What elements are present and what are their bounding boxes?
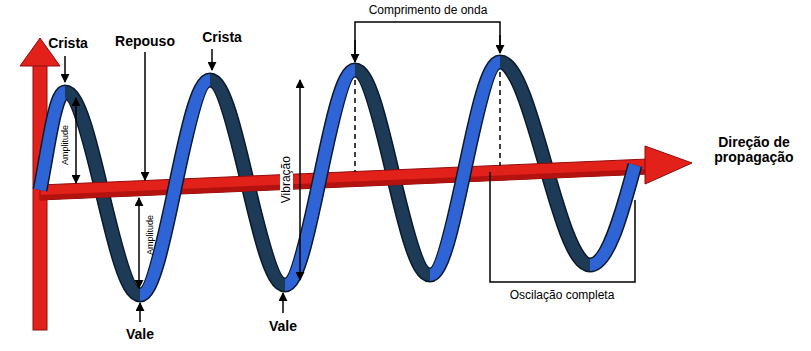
trough-label: Vale [126, 327, 154, 342]
vibration-arrow [299, 80, 301, 280]
wavelength-bracket [355, 22, 500, 62]
trough-pointer [282, 293, 284, 313]
rest-pointer [144, 52, 146, 180]
amplitude-arrow [138, 198, 140, 288]
amplitude-label: Amplitude [61, 125, 71, 165]
propagation-axis [40, 159, 648, 200]
trough-label: Vale [269, 319, 297, 334]
crest-label: Crista [202, 30, 242, 45]
trough-pointer [139, 303, 141, 322]
wavelength-pointer [499, 35, 501, 53]
ribbon-front-face [140, 80, 210, 295]
ribbon-edge [590, 165, 635, 265]
annotations [65, 22, 635, 322]
crest-pointer [211, 49, 213, 70]
ribbon-front [40, 62, 635, 295]
crest-pointer [64, 56, 66, 82]
crest-label: Crista [48, 36, 88, 51]
ribbon-edge [285, 70, 355, 285]
amplitude-label: Amplitude [146, 215, 156, 255]
ribbon-edge [140, 80, 210, 295]
propagation-axis-head [645, 146, 692, 184]
direction-label: Direção de propagação [704, 135, 804, 166]
wavelength-pointer [354, 40, 356, 62]
amplitude-arrow [75, 98, 77, 183]
ribbon-front-face [285, 70, 355, 285]
crest-dash [354, 80, 356, 172]
crest-dash [499, 72, 501, 166]
oscillation-bracket [490, 172, 635, 282]
ribbon-front-face [590, 165, 635, 265]
vibration-label: Vibração [280, 154, 293, 205]
propagation-axis-shade [40, 169, 648, 200]
rest-label: Repouso [115, 34, 175, 49]
full-oscillation-label: Oscilação completa [510, 289, 615, 302]
wavelength-label: Comprimento de onda [369, 4, 488, 17]
